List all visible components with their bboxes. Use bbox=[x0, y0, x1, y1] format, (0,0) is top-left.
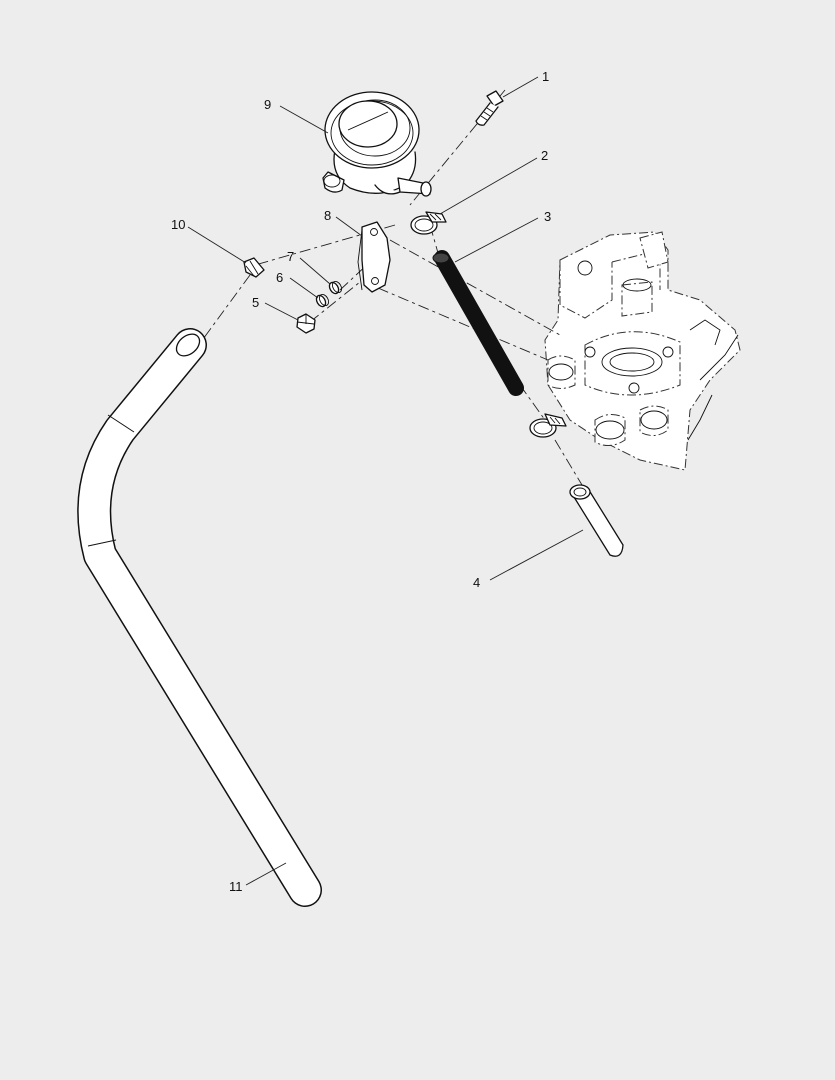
breather-filter-part bbox=[322, 91, 432, 197]
washer-small-part bbox=[328, 280, 343, 295]
lock-washer-part bbox=[315, 293, 330, 308]
leader-lines bbox=[187, 76, 584, 886]
callout-5: 5 bbox=[252, 295, 259, 310]
callout-9: 9 bbox=[264, 97, 271, 112]
callout-4: 4 bbox=[473, 575, 480, 590]
hose-clamp-lower-part bbox=[529, 413, 567, 438]
nut-part bbox=[296, 313, 316, 334]
hose-part bbox=[432, 250, 524, 396]
bent-tube-part bbox=[77, 328, 322, 907]
hose-clamp-upper-part bbox=[410, 211, 447, 235]
fitting-part bbox=[243, 257, 265, 278]
callout-2: 2 bbox=[541, 148, 548, 163]
bolt-part bbox=[475, 90, 504, 126]
callout-10: 10 bbox=[171, 217, 185, 232]
callout-7: 7 bbox=[287, 249, 294, 264]
callout-1: 1 bbox=[542, 69, 549, 84]
engine-block bbox=[544, 231, 741, 471]
callout-3: 3 bbox=[544, 209, 551, 224]
bracket-part bbox=[357, 221, 391, 293]
callout-labels: 1 2 3 4 5 6 7 8 9 10 11 bbox=[171, 69, 551, 894]
callout-8: 8 bbox=[324, 208, 331, 223]
tube-part bbox=[569, 484, 624, 557]
callout-11: 11 bbox=[229, 879, 243, 894]
callout-6: 6 bbox=[276, 270, 283, 285]
